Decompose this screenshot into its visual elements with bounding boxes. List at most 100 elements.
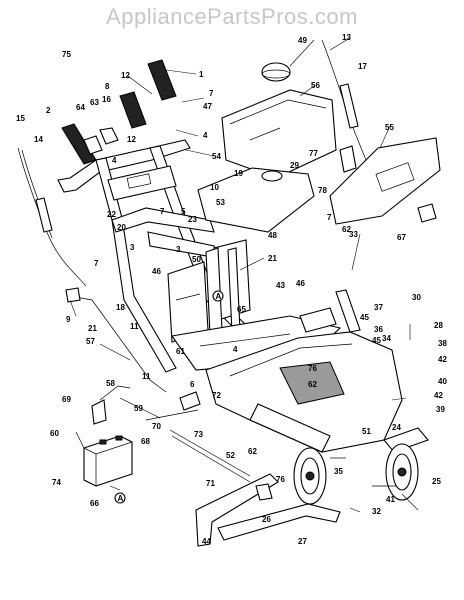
callout: 49 — [298, 36, 307, 45]
callout: 77 — [309, 149, 318, 158]
callout: 53 — [216, 198, 225, 207]
watermark: AppliancePartsPros.com — [106, 4, 358, 29]
callout: 51 — [362, 427, 371, 436]
callout: 4 — [203, 131, 208, 140]
callout: 3 — [130, 243, 135, 252]
callout: 76 — [276, 475, 285, 484]
callout: 14 — [34, 135, 43, 144]
callout: 63 — [90, 98, 99, 107]
callout: 25 — [432, 477, 441, 486]
callout: 2 — [46, 106, 51, 115]
callout: 21 — [88, 324, 97, 333]
callout: 36 — [374, 325, 383, 334]
callout: 33 — [349, 230, 358, 239]
callout: 17 — [358, 62, 367, 71]
callout: 68 — [141, 437, 150, 446]
front-linkage — [145, 391, 341, 547]
callout: 28 — [434, 321, 443, 330]
callout: 54 — [212, 152, 221, 161]
callout: 11 — [130, 322, 139, 331]
leader-lines — [69, 37, 419, 513]
callout: 65 — [237, 305, 246, 314]
callout: 26 — [262, 515, 271, 524]
callout: 43 — [276, 281, 285, 290]
callout: 66 — [90, 499, 99, 508]
callout: 45 — [372, 336, 381, 345]
callout: 60 — [50, 429, 59, 438]
callout: 47 — [203, 102, 212, 111]
callout: 35 — [334, 467, 343, 476]
callout: 7 — [94, 259, 99, 268]
callout: 9 — [66, 315, 71, 324]
callout: 4 — [233, 345, 238, 354]
callout: 3 — [176, 245, 181, 254]
callout: 73 — [194, 430, 203, 439]
callout: 59 — [134, 404, 143, 413]
deck-housing — [205, 289, 429, 453]
callout: 58 — [106, 379, 115, 388]
callout: 52 — [226, 451, 235, 460]
callout: 5 — [181, 207, 186, 216]
callout: 72 — [212, 391, 221, 400]
part-callouts: 75 1 12 8 7 47 49 13 17 56 2 64 63 16 12… — [16, 33, 447, 546]
callout: 13 — [342, 33, 351, 42]
callout: 7 — [327, 213, 332, 222]
callout: 22 — [107, 210, 116, 219]
callout: 29 — [290, 161, 299, 170]
callout: 37 — [374, 303, 383, 312]
callout: 42 — [434, 391, 443, 400]
callout: 62 — [308, 380, 317, 389]
callout: 32 — [372, 507, 381, 516]
callout: 56 — [311, 81, 320, 90]
callout: 45 — [360, 313, 369, 322]
callout: 4 — [112, 156, 117, 165]
fuel-tank-assembly — [197, 62, 441, 233]
callout: 61 — [176, 347, 185, 356]
callout: 16 — [102, 95, 111, 104]
callout: 74 — [52, 478, 61, 487]
wheel-assembly — [293, 443, 419, 505]
callout: 78 — [318, 186, 327, 195]
callout: 48 — [268, 231, 277, 240]
callout: 70 — [152, 422, 161, 431]
battery — [75, 385, 133, 487]
callout: 7 — [209, 89, 214, 98]
callout: 11 — [142, 372, 151, 381]
callout: 44 — [202, 537, 211, 546]
connector-label: A — [216, 292, 222, 301]
callout: 42 — [438, 355, 447, 364]
callout: 30 — [412, 293, 421, 302]
connector-a-lower: A — [114, 492, 126, 504]
callout: 50 — [192, 255, 201, 264]
callout: 12 — [121, 71, 130, 80]
callout: 62 — [248, 447, 257, 456]
callout: 18 — [116, 303, 125, 312]
callout: 7 — [160, 207, 165, 216]
callout: 6 — [190, 380, 195, 389]
control-cables — [17, 39, 367, 287]
callout: 64 — [76, 103, 85, 112]
callout: 34 — [382, 334, 391, 343]
callout: 46 — [296, 279, 305, 288]
callout: 55 — [385, 123, 394, 132]
connector-label: A — [118, 494, 124, 503]
callout: 38 — [438, 339, 447, 348]
callout: 41 — [386, 495, 395, 504]
callout: 10 — [210, 183, 219, 192]
callout: 69 — [62, 395, 71, 404]
callout: 1 — [199, 70, 204, 79]
callout: 15 — [16, 114, 25, 123]
callout: 20 — [117, 223, 126, 232]
callout: 67 — [397, 233, 406, 242]
connector-a-upper: A — [212, 290, 224, 302]
callout: 21 — [268, 254, 277, 263]
callout: 40 — [438, 377, 447, 386]
callout: 39 — [436, 405, 445, 414]
callout: 75 — [62, 50, 71, 59]
callout: 46 — [152, 267, 161, 276]
callout: 8 — [105, 82, 110, 91]
callout: 57 — [86, 337, 95, 346]
handle-assembly — [57, 59, 273, 393]
callout: 23 — [188, 215, 197, 224]
